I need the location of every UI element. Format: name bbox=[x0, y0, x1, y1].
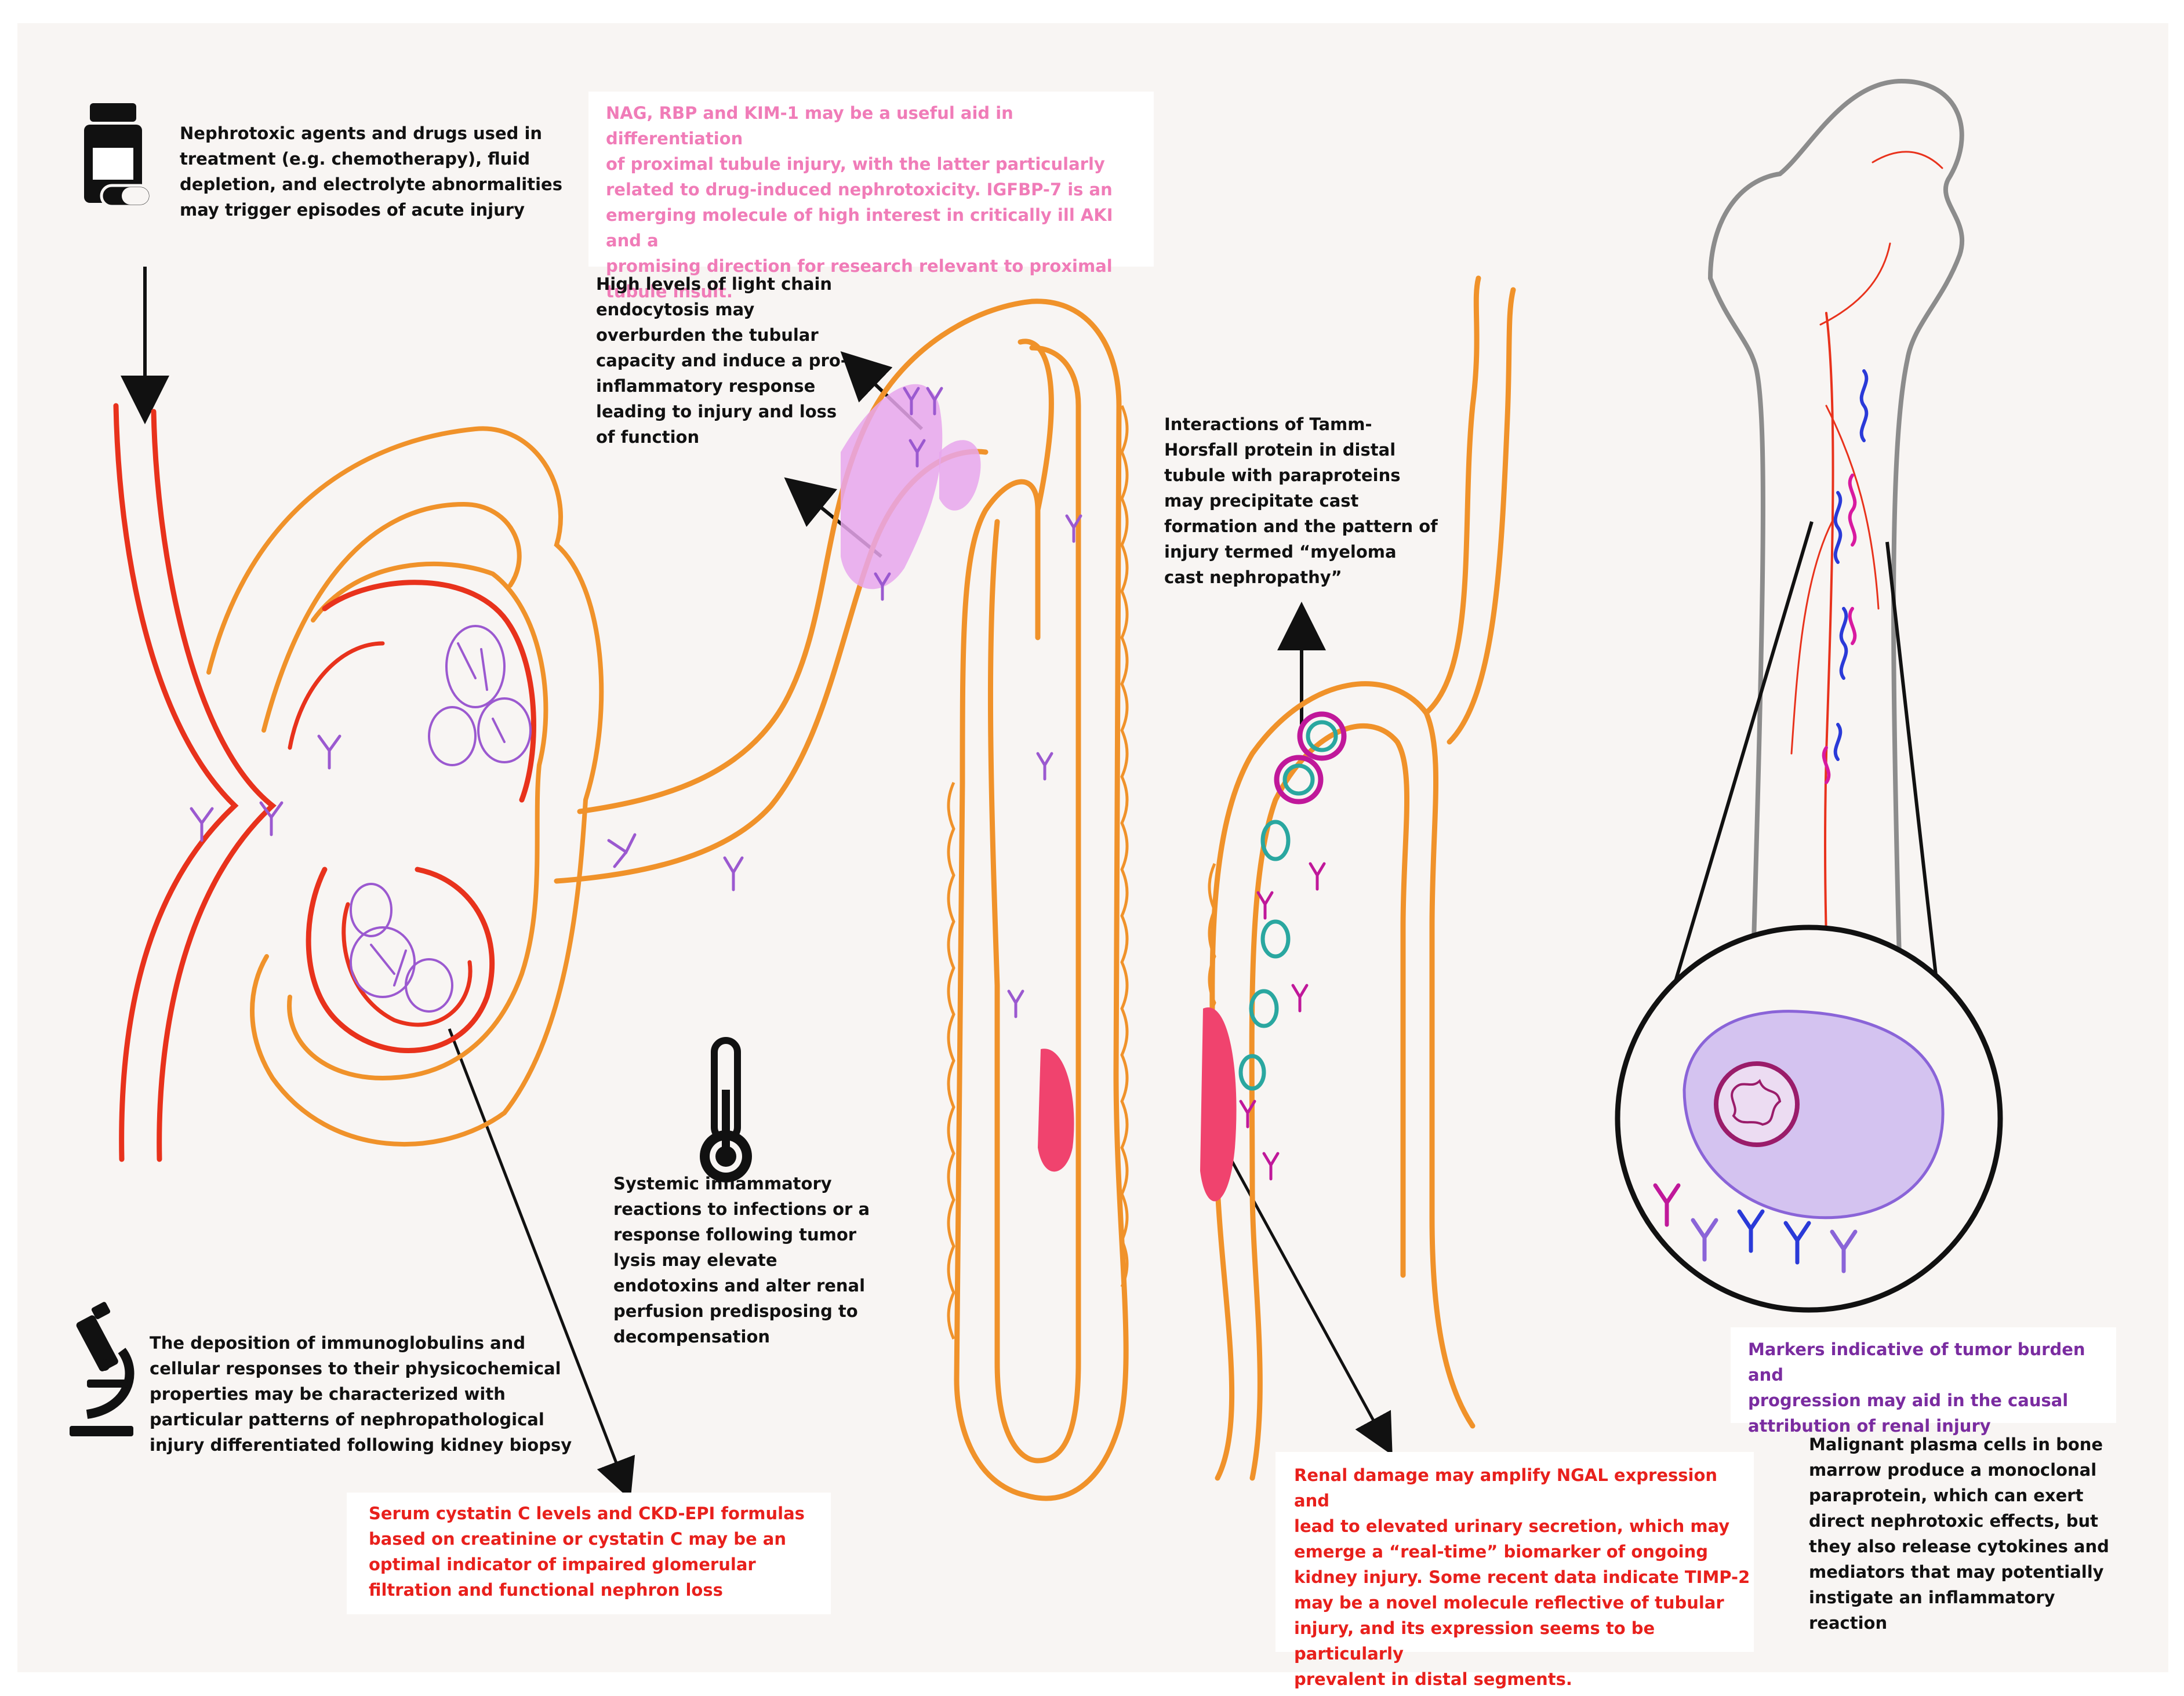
myeloma-casts bbox=[1238, 711, 1347, 1091]
thermometer-icon bbox=[700, 1037, 752, 1182]
arrow-glomerulus bbox=[448, 1028, 635, 1500]
caption-nephrotoxic: Nephrotoxic agents and drugs used in tre… bbox=[180, 123, 562, 220]
bone-vessels bbox=[1790, 151, 1943, 1056]
caption-tamm-horsfall: Interactions of Tamm- Horsfall protein i… bbox=[1164, 414, 1438, 587]
medicine-bottle-icon bbox=[84, 103, 152, 208]
caption-box-tumor-burden: Markers indicative of tumor burden and p… bbox=[1731, 1327, 2116, 1436]
zoom-line-right bbox=[1885, 541, 1944, 1032]
caption-box-ngal: Renal damage may amplify NGAL expression… bbox=[1275, 1452, 1754, 1689]
arrow-distal bbox=[1224, 1149, 1393, 1455]
microscope-icon bbox=[70, 1302, 135, 1436]
light-chain-patch bbox=[841, 384, 943, 589]
proximal-tubule bbox=[554, 299, 1129, 1501]
caption-nag-rbp: NAG, RBP and KIM-1 may be a useful aid i… bbox=[606, 103, 1113, 301]
tubule-epithelium-scallops bbox=[947, 405, 1129, 1340]
ngal-patch-proximal bbox=[1038, 1049, 1074, 1172]
plasma-cell-zoom bbox=[1615, 925, 2003, 1313]
light-chain-patch-2 bbox=[939, 440, 981, 511]
glomerulus-tuft bbox=[288, 580, 536, 1053]
antibodies bbox=[190, 387, 1082, 1018]
bowman-capsule bbox=[206, 426, 604, 1147]
caption-light-chain: High levels of light chain endocytosis m… bbox=[596, 274, 848, 447]
caption-tumor-burden: Markers indicative of tumor burden and p… bbox=[1748, 1340, 2085, 1436]
caption-box-cystatin: Serum cystatin C levels and CKD-EPI form… bbox=[347, 1493, 831, 1614]
caption-plasma-cells: Malignant plasma cells in bone marrow pr… bbox=[1809, 1435, 2109, 1633]
paraproteins-distal bbox=[1239, 862, 1326, 1181]
caption-ngal: Renal damage may amplify NGAL expression… bbox=[1294, 1465, 1750, 1689]
caption-deposition: The deposition of immunoglobulins and ce… bbox=[150, 1333, 572, 1455]
distal-tubule bbox=[1209, 275, 1516, 1481]
zoom-line-left bbox=[1662, 521, 1814, 1021]
caption-box-proximal-markers: NAG, RBP and KIM-1 may be a useful aid i… bbox=[588, 92, 1154, 301]
caption-cystatin: Serum cystatin C levels and CKD-EPI form… bbox=[369, 1504, 805, 1600]
afferent-vessel bbox=[113, 403, 277, 1162]
ngal-patch-distal bbox=[1200, 1007, 1237, 1202]
caption-systemic: Systemic inflammatory reactions to infec… bbox=[613, 1174, 870, 1346]
